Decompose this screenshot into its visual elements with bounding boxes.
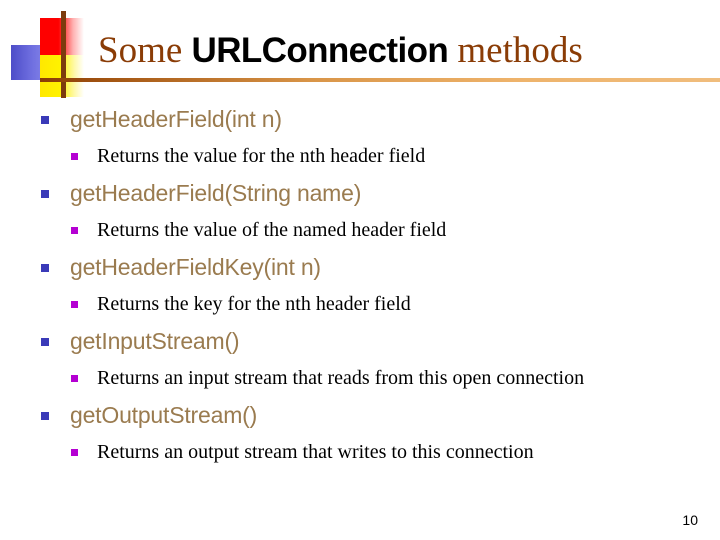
method-signature: getHeaderField(String name) <box>70 179 362 206</box>
slide-body: getHeaderField(int n) Returns the value … <box>0 100 720 470</box>
method-signature: getHeaderFieldKey(int n) <box>70 253 321 280</box>
square-bullet-icon <box>71 153 78 160</box>
square-bullet-icon <box>41 264 49 272</box>
page-number: 10 <box>682 512 698 528</box>
method-signature: getInputStream() <box>70 327 240 354</box>
method-signature: getOutputStream() <box>70 401 258 428</box>
method-description: Returns the value for the nth header fie… <box>97 145 426 167</box>
method-description: Returns the key for the nth header field <box>97 293 411 315</box>
square-bullet-icon <box>71 449 78 456</box>
list-item: Returns an output stream that writes to … <box>0 434 720 470</box>
list-item: Returns an input stream that reads from … <box>0 360 720 396</box>
title-part-urlconnection: URLConnection <box>191 31 449 70</box>
square-bullet-icon <box>41 412 49 420</box>
list-item: getOutputStream() <box>0 396 720 434</box>
title-part-some: Some <box>98 30 192 71</box>
method-description: Returns an output stream that writes to … <box>97 441 534 463</box>
list-item: getHeaderField(String name) <box>0 174 720 212</box>
square-bullet-icon <box>71 227 78 234</box>
page-title: Some URLConnection methods <box>98 32 583 69</box>
list-item: Returns the value of the named header fi… <box>0 212 720 248</box>
title-divider-rule <box>40 78 720 82</box>
list-item: Returns the value for the nth header fie… <box>0 138 720 174</box>
square-bullet-icon <box>71 301 78 308</box>
method-signature: getHeaderField(int n) <box>70 105 282 132</box>
method-description: Returns the value of the named header fi… <box>97 219 447 241</box>
list-item: getInputStream() <box>0 322 720 360</box>
list-item: Returns the key for the nth header field <box>0 286 720 322</box>
list-item: getHeaderFieldKey(int n) <box>0 248 720 286</box>
method-description: Returns an input stream that reads from … <box>97 367 585 389</box>
list-item: getHeaderField(int n) <box>0 100 720 138</box>
title-part-methods: methods <box>448 30 583 71</box>
square-bullet-icon <box>41 338 49 346</box>
square-bullet-icon <box>41 190 49 198</box>
square-bullet-icon <box>71 375 78 382</box>
square-bullet-icon <box>41 116 49 124</box>
deco-vertical-line <box>61 11 66 98</box>
title-decoration-logo <box>0 0 120 110</box>
